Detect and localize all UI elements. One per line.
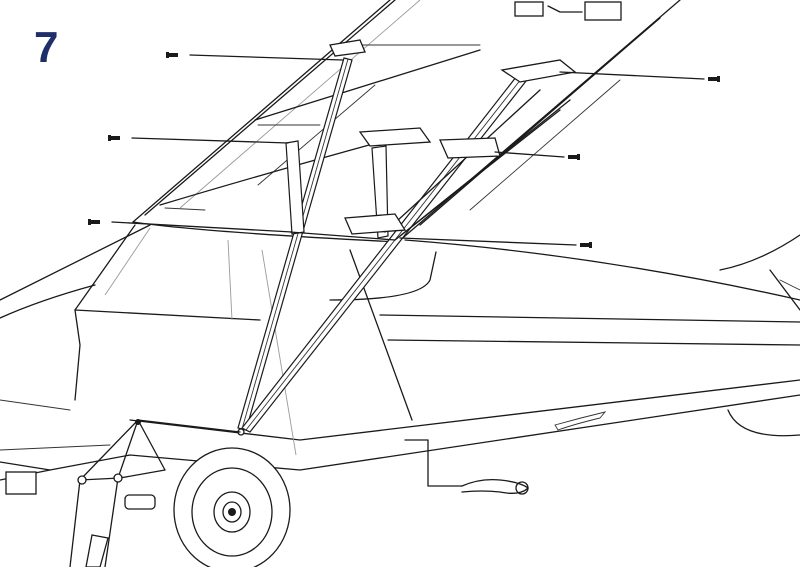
landing-gear [69,419,241,568]
lower-left-hardware [0,461,51,495]
screw-low-right [399,237,592,248]
wing [132,0,681,243]
screw-mid-left [108,135,289,144]
jury-struts [285,89,571,241]
strut-brackets [329,39,577,235]
screw-top-right [559,71,720,82]
screw-top-left [166,52,344,61]
wing-struts [237,57,531,436]
screw-mid-right [494,151,580,160]
fuselage [0,224,800,481]
strut-screws [88,52,720,248]
wheel [173,447,291,572]
screw-low-left [88,219,293,233]
clip [404,439,529,495]
step-number: 7 [34,23,59,72]
